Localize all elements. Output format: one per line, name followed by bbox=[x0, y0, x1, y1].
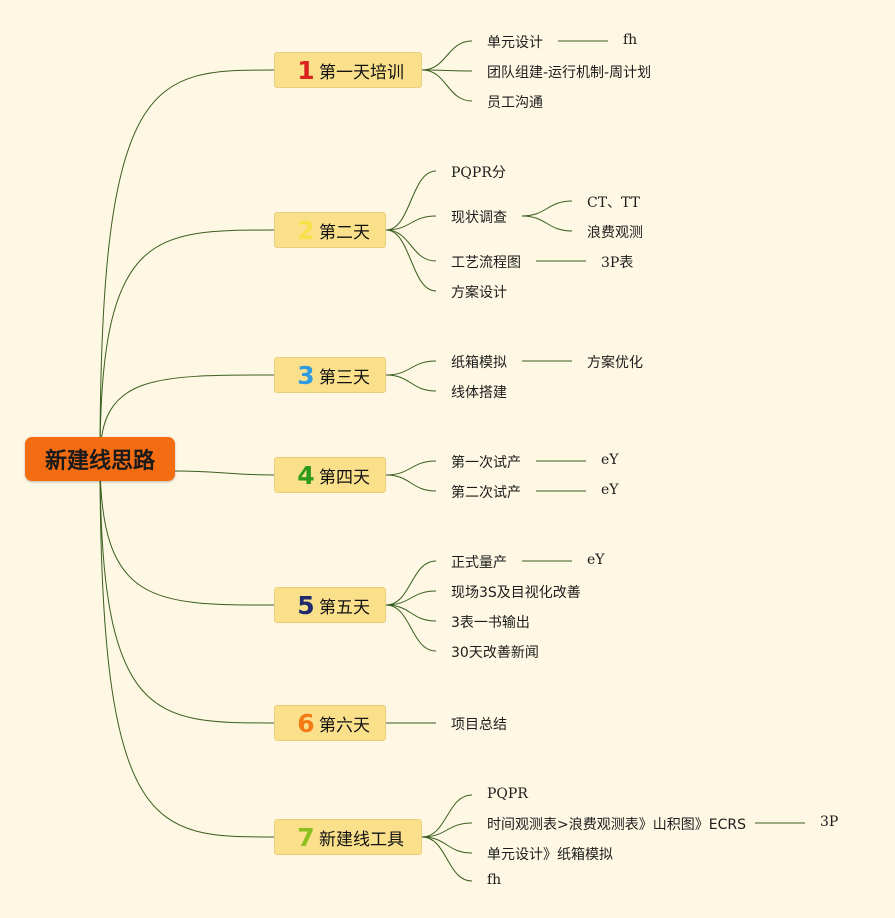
branch-connector bbox=[421, 40, 473, 71]
leaf-time-observation[interactable]: 时间观测表>浪费观测表》山积图》ECRS bbox=[487, 817, 746, 833]
branch-connector bbox=[385, 604, 437, 652]
leaf-pqpr-split[interactable]: PQPR分 bbox=[451, 165, 506, 181]
leaf-team-building[interactable]: 团队组建-运行机制-周计划 bbox=[487, 65, 652, 81]
branch-connector bbox=[385, 360, 437, 376]
number-1-icon: 1 bbox=[297, 55, 315, 85]
leaf-3p-table[interactable]: 3P表 bbox=[601, 255, 634, 271]
branch-connector bbox=[385, 604, 437, 622]
branch-node-day2[interactable]: 2 第二天 bbox=[274, 212, 386, 248]
branch-node-tools[interactable]: 7 新建线工具 bbox=[274, 819, 422, 855]
branch-node-day3[interactable]: 3 第三天 bbox=[274, 357, 386, 393]
leaf-ey-1[interactable]: eY bbox=[601, 452, 619, 468]
root-branch-connector bbox=[99, 458, 275, 606]
branch-connector bbox=[385, 229, 437, 292]
leaf-first-trial[interactable]: 第一次试产 bbox=[451, 455, 521, 471]
root-branch-connector bbox=[99, 458, 275, 724]
leaf-mass-production[interactable]: 正式量产 bbox=[451, 555, 507, 571]
root-branch-connector bbox=[99, 69, 275, 460]
leaf-process-flow[interactable]: 工艺流程图 bbox=[451, 255, 521, 271]
root-branch-connector bbox=[99, 374, 275, 460]
branch-connector bbox=[521, 215, 573, 232]
root-node[interactable]: 新建线思路 bbox=[25, 437, 175, 481]
branch-node-day1[interactable]: 1 第一天培训 bbox=[274, 52, 422, 88]
branch-connector bbox=[385, 170, 437, 231]
leaf-3s-visual[interactable]: 现场3S及目视化改善 bbox=[451, 585, 581, 601]
leaf-ey-3[interactable]: eY bbox=[587, 552, 605, 568]
leaf-ct-tt[interactable]: CT、TT bbox=[587, 195, 640, 211]
leaf-unit-carton[interactable]: 单元设计》纸箱模拟 bbox=[487, 847, 613, 863]
number-5-icon: 5 bbox=[297, 590, 315, 620]
leaf-ey-2[interactable]: eY bbox=[601, 482, 619, 498]
branch-connector bbox=[385, 215, 437, 231]
leaf-pqpr[interactable]: PQPR bbox=[487, 786, 528, 802]
leaf-staff-communication[interactable]: 员工沟通 bbox=[487, 95, 543, 111]
branch-label: 第二天 bbox=[319, 222, 370, 243]
leaf-project-summary[interactable]: 项目总结 bbox=[451, 717, 507, 733]
number-4-icon: 4 bbox=[297, 460, 315, 490]
branch-label: 第五天 bbox=[319, 597, 370, 618]
leaf-line-building[interactable]: 线体搭建 bbox=[451, 385, 507, 401]
branch-node-day6[interactable]: 6 第六天 bbox=[274, 705, 386, 741]
leaf-unit-design[interactable]: 单元设计 bbox=[487, 35, 543, 51]
branch-connector bbox=[421, 794, 473, 838]
leaf-carton-simulation[interactable]: 纸箱模拟 bbox=[451, 355, 507, 371]
branch-connector bbox=[385, 560, 437, 606]
branch-connector bbox=[385, 474, 437, 492]
branch-connector bbox=[421, 836, 473, 854]
branch-connector bbox=[521, 200, 573, 217]
branch-label: 第四天 bbox=[319, 467, 370, 488]
branch-connector bbox=[421, 822, 473, 838]
number-2-icon: 2 bbox=[297, 215, 315, 245]
branch-node-day5[interactable]: 5 第五天 bbox=[274, 587, 386, 623]
branch-connector bbox=[421, 69, 473, 72]
leaf-3p[interactable]: 3P bbox=[820, 814, 839, 830]
leaf-3-tables-output[interactable]: 3表一书输出 bbox=[451, 615, 530, 631]
branch-connector bbox=[385, 374, 437, 392]
leaf-plan-design[interactable]: 方案设计 bbox=[451, 285, 507, 301]
branch-label: 新建线工具 bbox=[319, 829, 404, 850]
branch-connector bbox=[385, 229, 437, 262]
branch-node-day4[interactable]: 4 第四天 bbox=[274, 457, 386, 493]
number-7-icon: 7 bbox=[297, 822, 315, 852]
leaf-current-survey[interactable]: 现状调查 bbox=[451, 210, 507, 226]
leaf-fh-2[interactable]: fh bbox=[487, 872, 502, 888]
root-branch-connector bbox=[99, 458, 275, 838]
branch-label: 第一天培训 bbox=[319, 62, 404, 83]
branch-connector bbox=[385, 590, 437, 606]
number-3-icon: 3 bbox=[297, 360, 315, 390]
branch-connector bbox=[421, 69, 473, 102]
leaf-30-day-news[interactable]: 30天改善新闻 bbox=[451, 645, 539, 661]
branch-connector bbox=[421, 836, 473, 882]
number-6-icon: 6 bbox=[297, 708, 315, 738]
leaf-plan-optimization[interactable]: 方案优化 bbox=[587, 355, 643, 371]
branch-label: 第六天 bbox=[319, 715, 370, 736]
leaf-waste-observation[interactable]: 浪费观测 bbox=[587, 225, 643, 241]
root-branch-connector bbox=[99, 229, 275, 460]
root-branch-connector bbox=[174, 470, 275, 476]
branch-label: 第三天 bbox=[319, 367, 370, 388]
leaf-second-trial[interactable]: 第二次试产 bbox=[451, 485, 521, 501]
leaf-fh[interactable]: fh bbox=[623, 32, 638, 48]
branch-connector bbox=[385, 460, 437, 476]
